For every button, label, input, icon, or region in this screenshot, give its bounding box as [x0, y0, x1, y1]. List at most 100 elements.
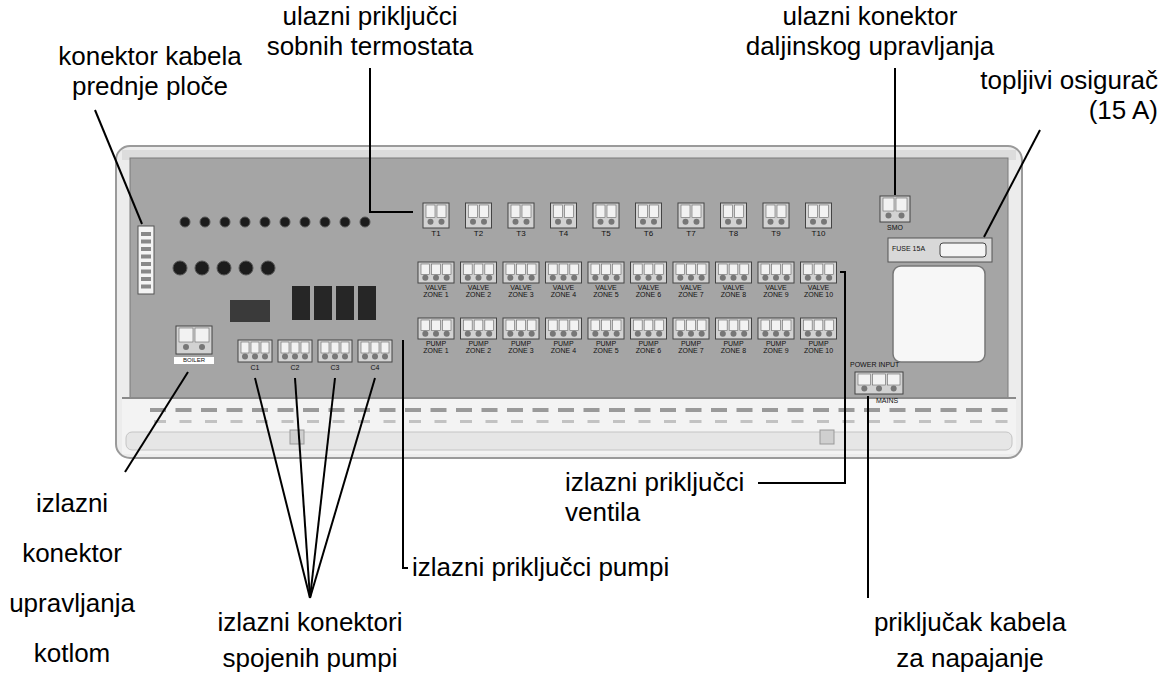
vent-slot	[205, 420, 217, 423]
terminal-screw	[609, 219, 615, 225]
terminal-slot	[570, 264, 579, 275]
terminal-slot	[719, 264, 728, 275]
vent-slot	[176, 408, 192, 412]
terminal-screw	[465, 331, 471, 337]
terminal-block	[503, 318, 539, 339]
terminal-screw	[199, 344, 205, 350]
terminal-slot	[772, 320, 781, 331]
vent-slot	[766, 420, 778, 423]
vent-slot	[584, 408, 600, 412]
terminal-screw	[476, 331, 482, 337]
terminal-screw	[444, 331, 450, 337]
board-marking: POWER INPUT	[850, 361, 899, 369]
terminal-slot	[251, 342, 259, 353]
vent-slot	[970, 420, 982, 423]
terminal-block	[716, 318, 752, 339]
leader-line	[295, 378, 310, 598]
terminal-slot	[804, 320, 813, 331]
terminal-block	[855, 372, 903, 394]
terminal-block	[758, 318, 794, 339]
terminal-slot	[241, 342, 249, 353]
vent-slot	[358, 420, 370, 423]
terminal-label: T7	[671, 230, 711, 239]
leader-line	[95, 110, 142, 224]
terminal-screw	[635, 275, 641, 281]
terminal-screw	[550, 331, 556, 337]
terminal-block	[588, 318, 624, 339]
terminal-slot	[766, 205, 775, 218]
terminal-screw	[640, 219, 646, 225]
terminal-screw	[529, 331, 535, 337]
vent-slot	[380, 408, 396, 412]
terminal-screw	[688, 331, 694, 337]
terminal-screw	[252, 354, 258, 360]
terminal-block	[418, 262, 454, 283]
terminal-block	[278, 340, 312, 362]
vent-slot	[817, 420, 829, 423]
terminal-screw	[507, 331, 513, 337]
leader-line	[310, 378, 335, 598]
vent-slot	[864, 408, 880, 412]
terminal-body	[721, 203, 747, 228]
terminal-slot	[719, 320, 728, 331]
terminal-slot	[887, 374, 900, 385]
vent-slot	[992, 408, 1008, 412]
terminal-block	[880, 196, 910, 222]
terminal-screw	[571, 331, 577, 337]
vent-slot	[201, 408, 217, 412]
terminal-slot	[644, 264, 653, 275]
terminal-body	[855, 372, 903, 394]
capacitor	[180, 217, 190, 227]
board-marking: MAINS	[876, 397, 898, 405]
terminal-screw	[821, 219, 827, 225]
capacitor	[173, 261, 187, 275]
terminal-screw	[646, 275, 652, 281]
leader-line	[255, 378, 310, 598]
terminal-slot	[426, 205, 435, 218]
terminal-slot	[527, 320, 536, 331]
vent-slot	[435, 420, 447, 423]
terminal-block	[801, 262, 837, 283]
capacitor	[280, 217, 290, 227]
terminal-block	[318, 340, 352, 362]
terminal-screw	[332, 354, 338, 360]
terminal-label: VALVE ZONE 2	[461, 284, 497, 299]
terminal-slot	[761, 264, 770, 275]
housing-bottom-strip	[122, 398, 1016, 454]
terminal-label: T8	[714, 230, 754, 239]
capacitor	[340, 217, 350, 227]
relay	[336, 286, 354, 320]
terminal-body	[758, 262, 794, 283]
terminal-slot	[644, 320, 653, 331]
terminal-label: PUMP ZONE 1	[418, 340, 454, 355]
terminal-label: PUMP ZONE 8	[716, 340, 752, 355]
vent-slot	[613, 420, 625, 423]
terminal-body	[466, 203, 492, 228]
terminal-slot	[281, 342, 289, 353]
power-cover	[893, 266, 985, 362]
connector-pin	[141, 240, 151, 244]
terminal-slot	[782, 320, 791, 331]
terminal-body	[673, 262, 709, 283]
terminal-slot	[517, 320, 526, 331]
terminal-slot	[687, 264, 696, 275]
terminal-screw	[762, 275, 768, 281]
connector-pin	[141, 247, 151, 251]
terminal-screw	[779, 219, 785, 225]
vent-slot	[558, 408, 574, 412]
vent-slot	[919, 420, 931, 423]
terminal-screw	[784, 275, 790, 281]
terminal-block	[508, 203, 534, 228]
terminal-label: T2	[459, 230, 499, 239]
vent-slot	[333, 420, 345, 423]
terminal-screw	[571, 275, 577, 281]
connector-pin	[141, 262, 151, 266]
terminal-label: T4	[544, 230, 584, 239]
terminal-label: T9	[756, 230, 796, 239]
terminal-block	[466, 203, 492, 228]
terminal-body	[801, 318, 837, 339]
vent-slot	[252, 408, 268, 412]
terminal-block	[503, 262, 539, 283]
terminal-body	[636, 203, 662, 228]
board-marking: BOILER	[174, 357, 214, 364]
